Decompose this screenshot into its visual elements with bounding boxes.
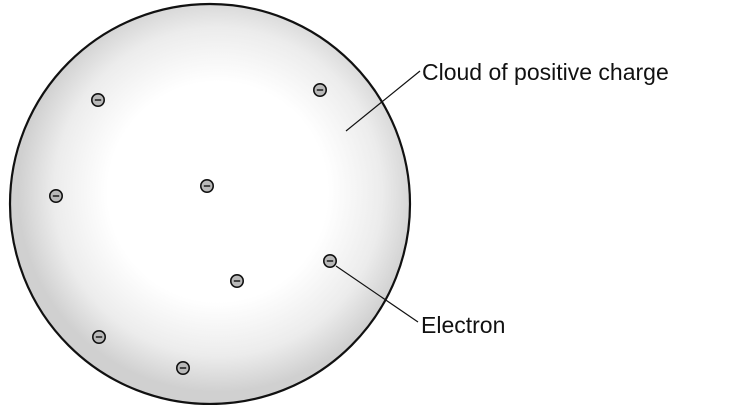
positive-charge-cloud — [10, 4, 410, 404]
electron — [201, 180, 213, 192]
electron — [177, 362, 189, 374]
cloud-label: Cloud of positive charge — [422, 59, 669, 85]
electron — [92, 94, 104, 106]
electron — [231, 275, 243, 287]
electron-label: Electron — [421, 312, 505, 338]
electron — [314, 84, 326, 96]
electron — [93, 331, 105, 343]
electron-labelled — [324, 255, 336, 267]
electron — [50, 190, 62, 202]
